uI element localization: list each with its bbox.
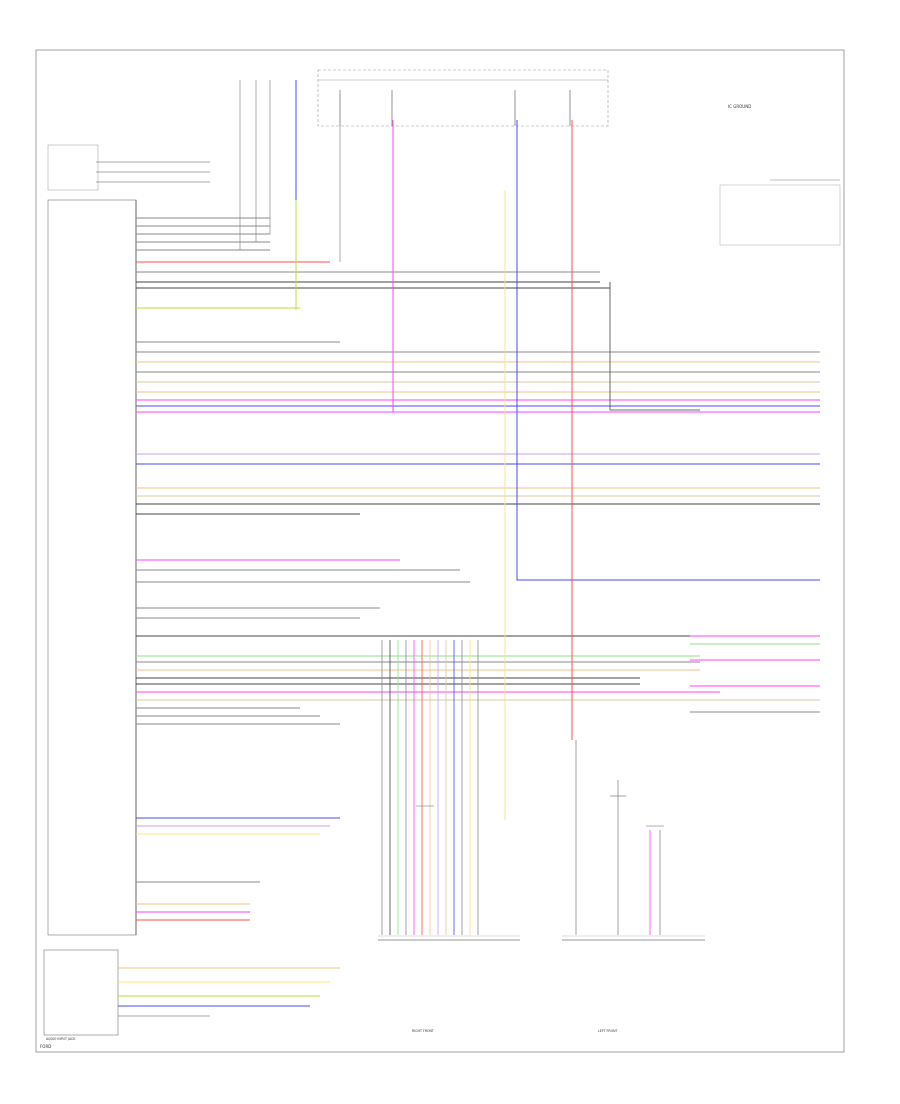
footer-label: FORD [40,1044,51,1049]
fuse-box [317,69,609,127]
vertical-wire-blue-2 [516,120,820,581]
vertical-wire-dark [609,282,700,411]
right-module-label-2: LEFT FRONT [598,1029,617,1033]
top-left-connector [47,144,210,191]
ground-symbols [416,795,664,827]
wire-group [136,80,820,935]
bottom-connector-2 [562,935,705,941]
right-module-label-1: RIGHT FRONT [412,1029,434,1033]
ic-note: IC GROUND [728,104,751,109]
top-right-module [719,179,841,246]
bottom-left-module [43,949,340,1036]
bottom-connector-1 [378,935,520,941]
left-module-label: AUDIO INPUT JACK [46,1037,76,1041]
main-module [47,199,137,936]
diagram-frame [35,49,845,1053]
